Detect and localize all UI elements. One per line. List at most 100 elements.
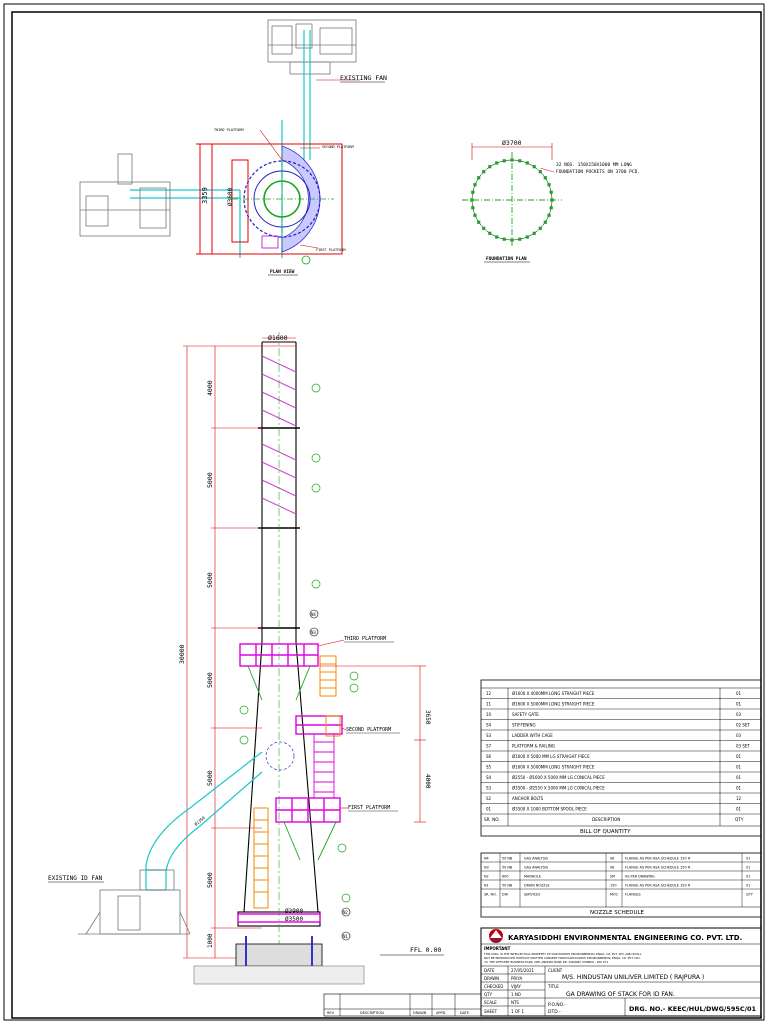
foundation-pocket: [482, 170, 486, 174]
checked-label: CHECKED: [484, 984, 503, 989]
boq-row-description: STIFFENING: [512, 723, 536, 728]
ip-note-1: THIS DWG. IS THE INTELLECTUAL PROPERTY O…: [483, 952, 642, 956]
nozzle-row-dia: 50 NB: [502, 865, 513, 869]
existing-id-fan-label: EXISTING ID FAN: [48, 875, 103, 882]
checked-value: VIJAY: [511, 984, 521, 989]
company-name: KARYASIDDHI ENVIRONMENTAL ENGINEERING CO…: [508, 934, 742, 942]
dia-3900-label: Ø3900: [285, 908, 303, 915]
title-block: KARYASIDDHI ENVIRONMENTAL ENGINEERING CO…: [480, 927, 762, 1017]
rev-header-rev: REV: [327, 1011, 335, 1015]
nozzle-schedule-title: NOZZLE SCHEDULE: [590, 910, 645, 916]
nozzle-row-moc: 150: [610, 883, 616, 887]
stack-elevation: Ø1600 4000 5000 5000 5000 5000 5000 1000…: [48, 332, 444, 985]
duct-to-id-fan: [145, 751, 263, 891]
foundation-pocket: [471, 190, 475, 194]
elev-dim-4: 5000: [206, 672, 214, 688]
po-no: P.O.NO.-: [548, 1002, 566, 1008]
boq-row-description: SAFETY GATE: [512, 712, 539, 717]
foundation-pocket: [495, 161, 499, 165]
nozzle-row-flanges: FLANGE AS PER ASA SCHEDULE 150 #: [625, 883, 691, 887]
boq-row-srno: S3: [486, 786, 492, 791]
nozzle-row-flanges: FLANGE AS PER ASA SCHEDULE 150 #: [625, 865, 691, 869]
dim-3650: 3650: [424, 710, 431, 725]
elev-top-dia: Ø1600: [268, 334, 288, 342]
nozzle-tag-n1: N1: [343, 934, 348, 939]
boq-row-description: LADDER WITH CAGE: [512, 733, 553, 738]
boq-row-description: Ø3500 - Ø2550 X 5000 MM LG CONICAL PIECE: [512, 786, 605, 791]
date-value: 27/05/2021: [511, 968, 535, 973]
sheet-value: 1 OF 1: [511, 1009, 525, 1014]
client-value: M/S. HINDUSTAN UNILIVER LIMITED ( RAJPUR…: [562, 974, 704, 981]
boq-header-qty: QTY: [735, 817, 744, 822]
boq-row-qty: 01: [736, 786, 742, 791]
boq-row-description: Ø1600 X 4000MM LONG STRAIGHT PIECE: [512, 691, 595, 696]
foundation-pocket: [543, 176, 547, 180]
foundation-pockets: [470, 158, 554, 242]
nozzle-row-qty: 01: [746, 874, 750, 878]
boq-row-qty: 01: [736, 691, 742, 696]
boq-row-description: Ø2550 - Ø1600 X 5000 MM LG CONICAL PIECE: [512, 775, 605, 780]
plan-view: EXISTING FAN THIRD PLATFORM SECOND PLATF…: [79, 19, 387, 276]
foundation-pocket: [525, 161, 529, 165]
qty-value: 1 NO: [511, 992, 521, 997]
plan-view-title: PLAN VIEW: [270, 269, 295, 275]
nozzle-row-service: GAS ANALYSIS: [524, 856, 548, 860]
boq-row-srno: 12: [486, 691, 492, 696]
height-dimensions: [183, 337, 296, 959]
foundation-dia: Ø3700: [502, 139, 522, 147]
elev-total-height: 30000: [178, 644, 186, 664]
rev-header-appd: APPD.: [436, 1011, 446, 1015]
elev-dim-5: 5000: [206, 770, 214, 786]
title-label: TITLE: [547, 984, 559, 989]
drawing-number: DRG. NO.- KEEC/HUL/DWG/595C/01: [629, 1005, 757, 1013]
boq-row-srno: S4: [486, 775, 492, 780]
elev-dim-1: 4000: [206, 380, 214, 396]
ip-note-3: 70, THE OFFICENT BUSINESS PARK, OPP. AND…: [484, 960, 609, 964]
plan-second-platform-label: SECOND PLATFORM: [322, 145, 354, 149]
boq-row-description: Ø3500 X 1000 BOTTOM SPOOL PIECE: [512, 807, 587, 812]
nozzle-row-moc: SM: [610, 874, 615, 878]
foundation-pocket: [471, 206, 475, 210]
boq-row-srno: S7: [486, 744, 492, 749]
boq-row-srno: S4: [486, 723, 492, 728]
foundation-pocket: [502, 237, 506, 241]
drawn-value: PRIYA: [511, 976, 523, 981]
foundation-pocket: [518, 159, 522, 163]
nozzle-tag-n4: N4: [311, 612, 316, 617]
nozzle-row-srno: N4: [484, 856, 489, 860]
elev-third-platform: THIRD PLATFORM: [344, 636, 386, 642]
plan-dim-3359: 3359: [201, 187, 209, 204]
nozzle-row-flanges: AS PER DRAWING: [625, 874, 655, 878]
foundation-pocket: [473, 183, 477, 187]
elev-dim-2: 5000: [206, 472, 214, 488]
outer-border: [3, 3, 765, 1021]
foundation-plan-title: FOUNDATION PLAN: [486, 256, 527, 262]
boq-row-qty: 03: [736, 733, 742, 738]
existing-id-fan: [78, 869, 191, 935]
nozzle-row-qty: 01: [746, 883, 750, 887]
nozzle-row-srno: N2: [484, 874, 489, 878]
foundation-pocket: [502, 159, 506, 163]
foundation-pocket: [532, 165, 536, 169]
boq-row-srno: S6: [486, 754, 492, 759]
boq-row-qty: 03 SET: [736, 744, 750, 749]
elev-second-platform: SECOND PLATFORM: [346, 727, 391, 733]
ip-note-2: NOT BE REPRODUCED WITHOUT WRITTEN CONSEN…: [484, 956, 641, 960]
dim-4000: 4000: [424, 774, 431, 789]
nozzle-header-srno: SR. NO.: [484, 892, 497, 896]
nozzle-row-qty: 01: [746, 865, 750, 869]
platform-supports: [247, 665, 337, 861]
drawn-label: DRAWN: [484, 976, 499, 981]
elev-dim-7: 1000: [207, 933, 214, 948]
nozzle-row-moc: 06: [610, 856, 614, 860]
boq-header-description: DESCRIPTION: [592, 817, 620, 822]
nozzle-row-flanges: FLANGE AS PER ASA SCHEDULE 150 #: [625, 856, 691, 860]
dia-3500-label: Ø3500: [285, 916, 303, 923]
nozzle-row-dia: 600: [502, 874, 508, 878]
boq-row-description: Ø1600 X 5000MM LONG STRAIGHT PIECE: [512, 702, 595, 707]
foundation-pocket: [488, 231, 492, 235]
foundation-block: [235, 943, 323, 967]
boq-row-qty: 02 SET: [736, 723, 750, 728]
